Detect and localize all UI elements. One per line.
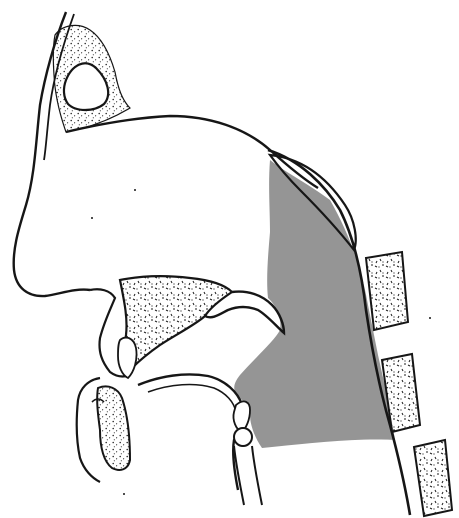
vertebra-upper <box>366 252 408 330</box>
lower-incisor-and-mandible <box>97 386 130 469</box>
stray-dot <box>134 189 136 191</box>
larynx-outline <box>234 446 262 505</box>
hyoid-bone <box>234 428 252 446</box>
stray-dot <box>91 217 93 219</box>
tongue-dorsum <box>138 374 243 490</box>
tongue-inner-line <box>148 385 236 412</box>
stray-dot <box>123 493 125 495</box>
vertebra-lower <box>414 440 452 516</box>
upper-incisor <box>118 338 137 378</box>
stray-dot <box>429 317 431 319</box>
